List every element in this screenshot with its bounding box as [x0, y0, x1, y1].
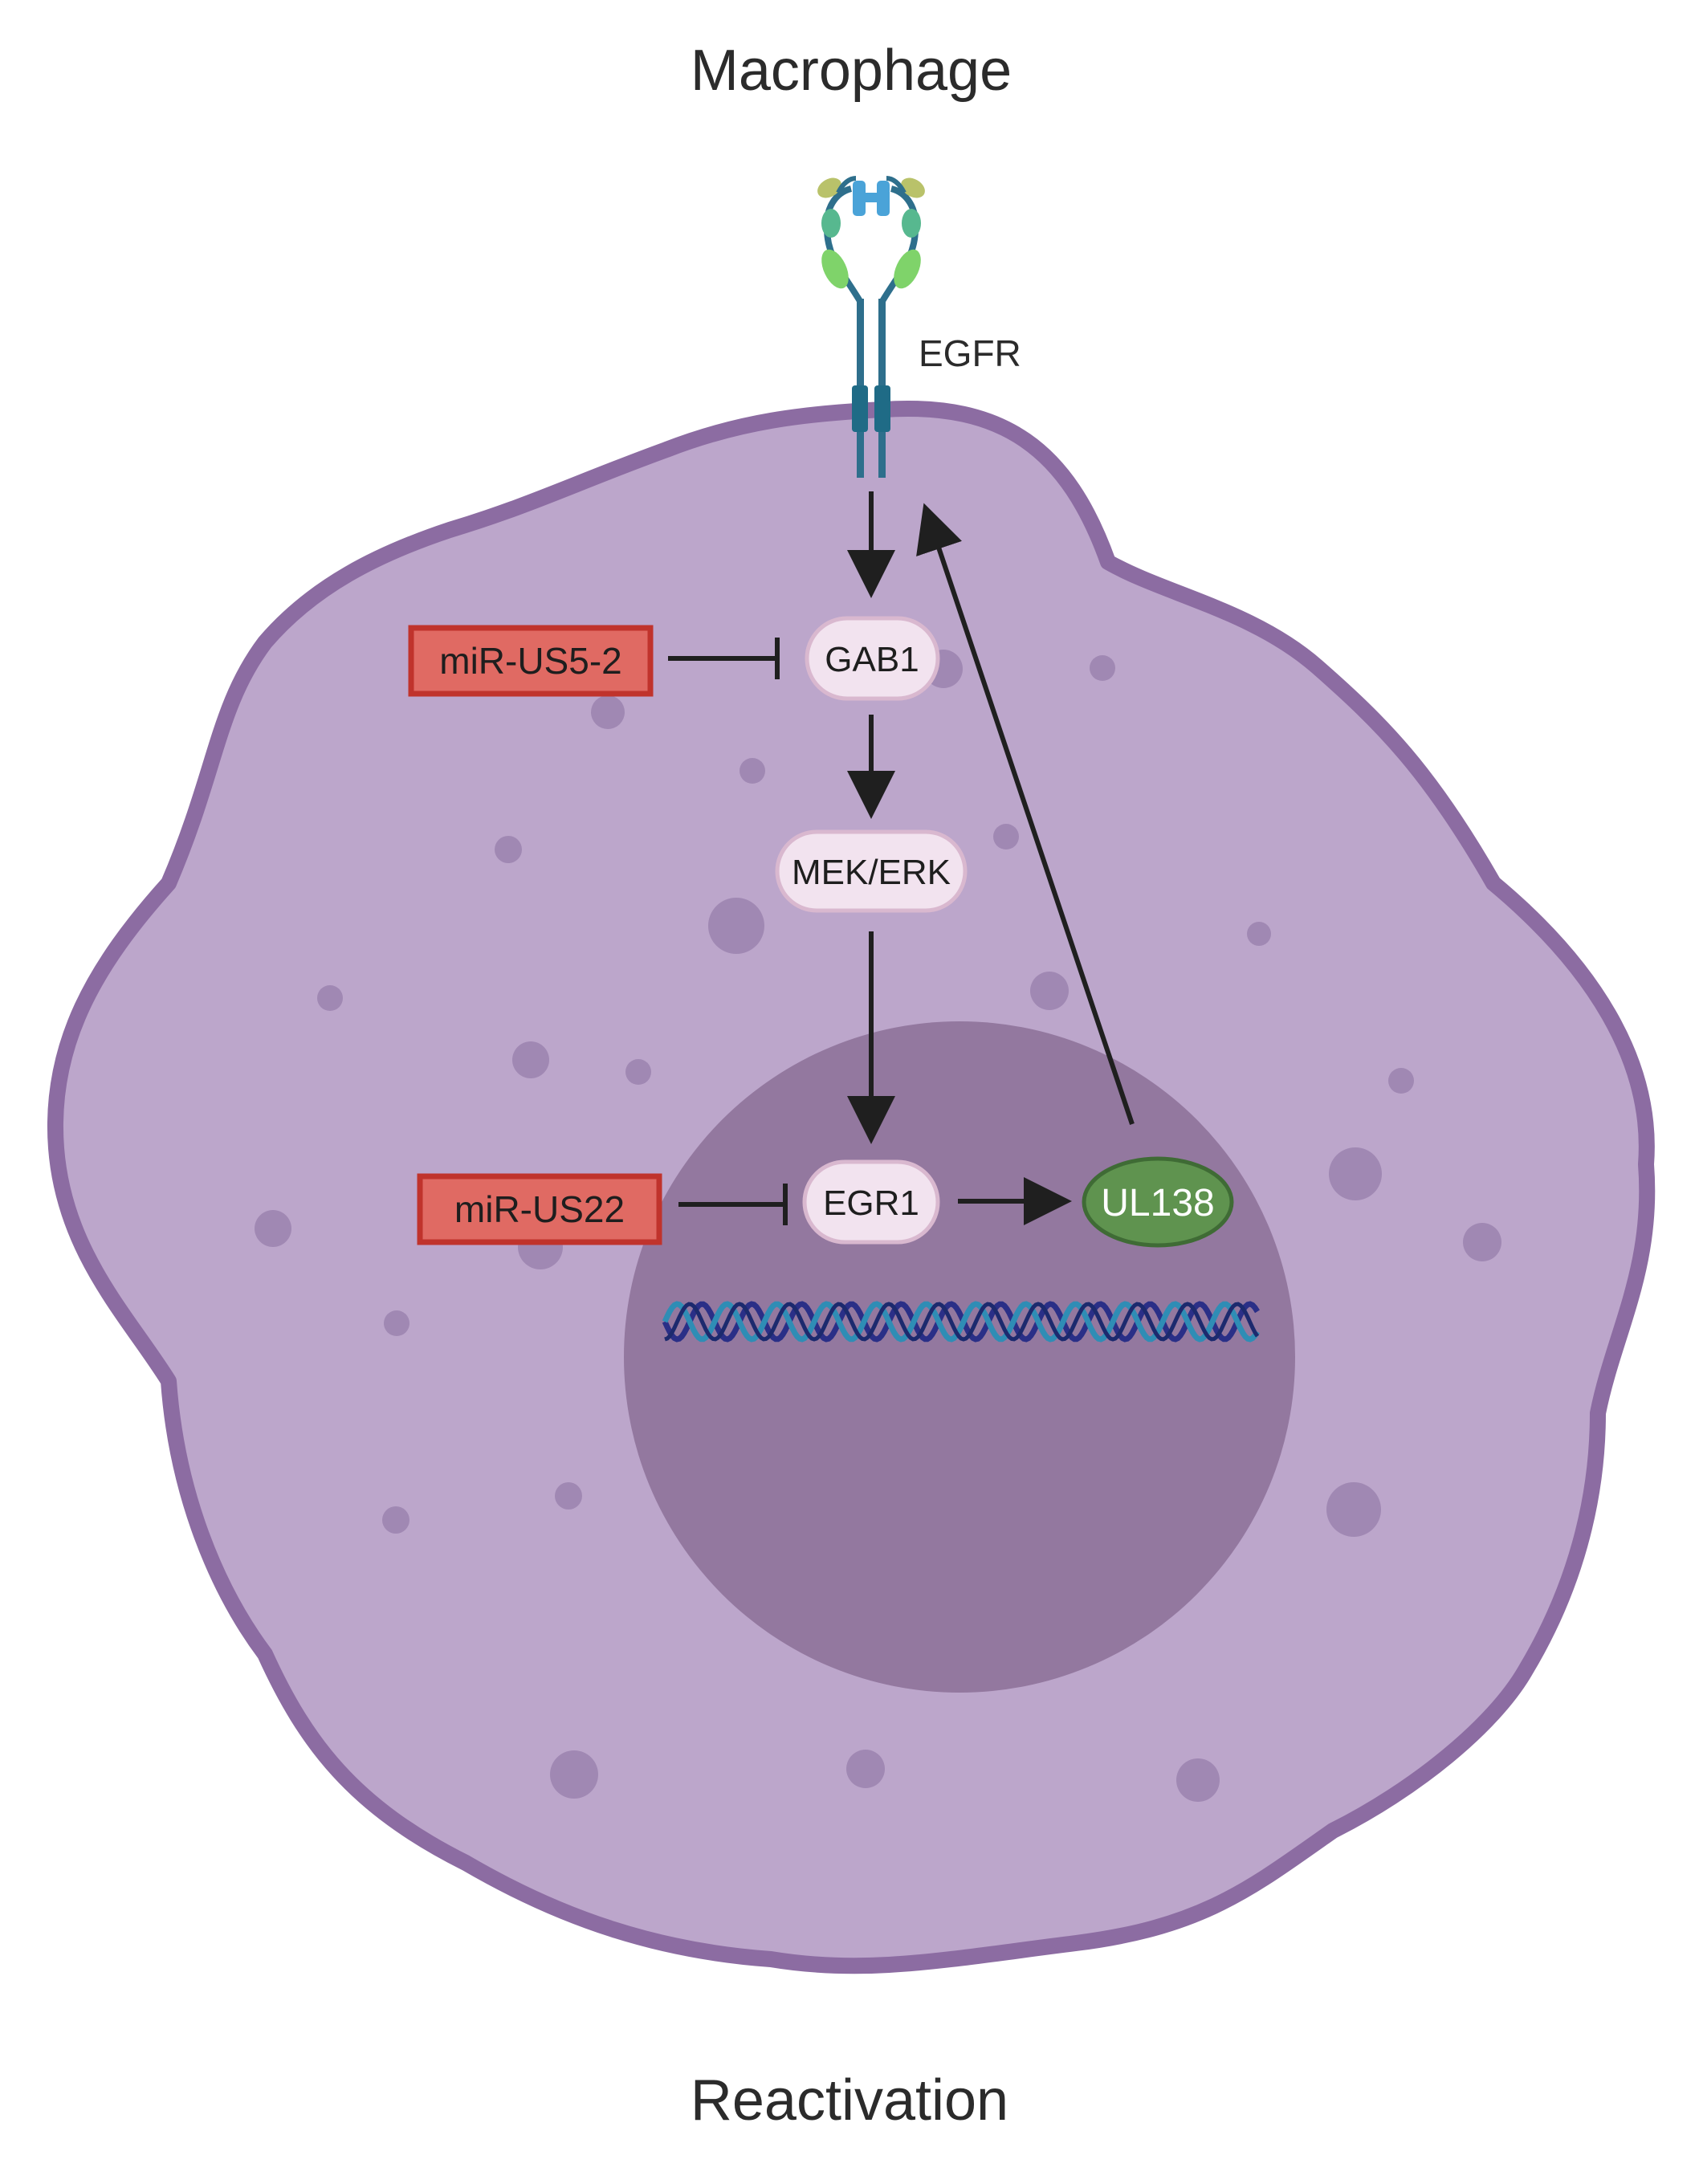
- inhibition-lines: [668, 638, 788, 1225]
- mir-us5-2-label: miR-US5-2: [439, 640, 621, 682]
- ul138-label: UL138: [1101, 1182, 1214, 1224]
- title-reactivation: Reactivation: [691, 2068, 1008, 2133]
- vesicles: [255, 650, 1501, 1802]
- node-gab1: GAB1: [805, 616, 940, 701]
- node-egr1: EGR1: [802, 1159, 940, 1245]
- node-ul138: UL138: [1082, 1156, 1234, 1248]
- nucleus: [624, 1021, 1295, 1693]
- egr1-label: EGR1: [823, 1184, 919, 1223]
- egfr-receptor-icon: [817, 176, 925, 478]
- egfr-label: EGFR: [919, 332, 1021, 374]
- vesicle: [846, 1750, 885, 1788]
- vesicle: [739, 758, 765, 784]
- vesicle: [1030, 972, 1069, 1010]
- vesicle: [591, 695, 625, 729]
- vesicle: [1329, 1147, 1382, 1200]
- dna-helix-icon: [662, 1301, 1260, 1343]
- vesicle: [555, 1482, 582, 1510]
- vesicle: [708, 898, 764, 954]
- arrow-ul138-to-egfr: [916, 503, 1135, 1125]
- vesicle: [1176, 1758, 1220, 1802]
- mir-us22-label: miR-US22: [454, 1188, 625, 1230]
- vesicle: [1247, 922, 1271, 946]
- mir-us5-2-box: miR-US5-2: [408, 625, 654, 697]
- vesicle: [1326, 1482, 1381, 1537]
- vesicle: [1388, 1068, 1414, 1094]
- node-mek-erk: MEK/ERK: [775, 829, 968, 913]
- vesicle: [255, 1210, 291, 1247]
- vesicle: [495, 836, 522, 863]
- mir-us22-box: miR-US22: [417, 1173, 662, 1245]
- vesicle: [550, 1750, 598, 1799]
- vesicle: [625, 1059, 651, 1085]
- title-macrophage: Macrophage: [691, 39, 1012, 103]
- vesicle: [512, 1041, 549, 1078]
- vesicle: [993, 824, 1019, 850]
- mek-erk-label: MEK/ERK: [792, 853, 951, 892]
- vesicle: [382, 1506, 409, 1534]
- vesicle: [384, 1310, 409, 1336]
- vesicle: [1463, 1223, 1501, 1261]
- vesicle: [1090, 655, 1115, 681]
- gab1-label: GAB1: [825, 640, 919, 679]
- pathway-arrows: [847, 491, 1135, 1225]
- vesicle: [317, 985, 343, 1011]
